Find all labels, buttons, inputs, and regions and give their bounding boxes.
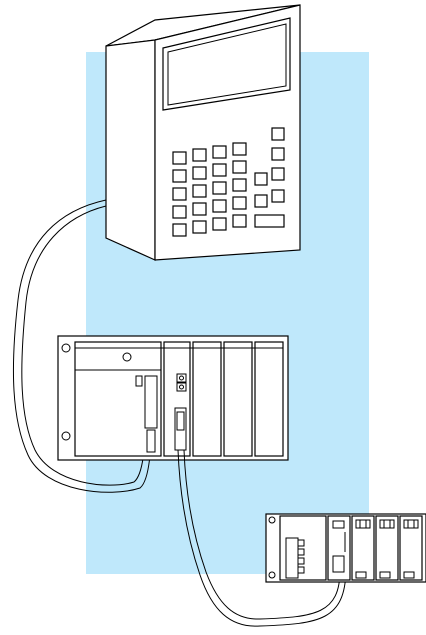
keypad-key [232,178,247,192]
keypad-key [212,199,227,213]
keypad-key [192,166,207,180]
keypad-key [172,205,187,219]
keypad-key [212,163,227,177]
keypad-key [172,223,187,237]
keypad-key [232,214,247,228]
keypad-key [172,169,187,183]
io-module [223,341,253,457]
keypad-key [254,172,268,186]
operator-interface-panel [105,4,301,261]
mount-hole-icon [61,343,71,353]
keypad-key [232,160,247,174]
keypad-key [271,189,285,203]
keypad-key [192,220,207,234]
keypad-key [172,187,187,201]
keypad-key [192,148,207,162]
cable-panel-to-plc [12,199,152,493]
keypad-key [254,194,268,208]
keypad-key [232,142,247,156]
remote-io-module [399,515,423,581]
remote-io-base [265,513,426,583]
status-led-icon [122,352,132,362]
mount-hole-icon [61,431,71,441]
keypad-key [254,214,285,228]
io-module [254,341,284,457]
keypad-key [192,202,207,216]
keypad-key [212,217,227,231]
mount-hole-icon [268,571,276,579]
mount-hole-icon [268,516,276,524]
remote-comm-module [327,515,351,581]
keypad-key [271,147,285,161]
remote-io-module [351,515,375,581]
keypad [172,127,285,237]
keypad-key [172,151,187,165]
display-screen [162,17,291,111]
keypad-key [271,127,285,141]
keypad-key [232,196,247,210]
keypad-key [271,167,285,181]
power-supply-module [74,341,162,457]
cpu-module [163,341,191,457]
keypad-key [212,145,227,159]
main-plc-base [57,335,289,461]
remote-io-module [375,515,399,581]
io-module [192,341,222,457]
remote-controller-module [279,515,327,581]
keypad-key [192,184,207,198]
cable-plc-to-remote [177,449,347,627]
keypad-key [212,181,227,195]
